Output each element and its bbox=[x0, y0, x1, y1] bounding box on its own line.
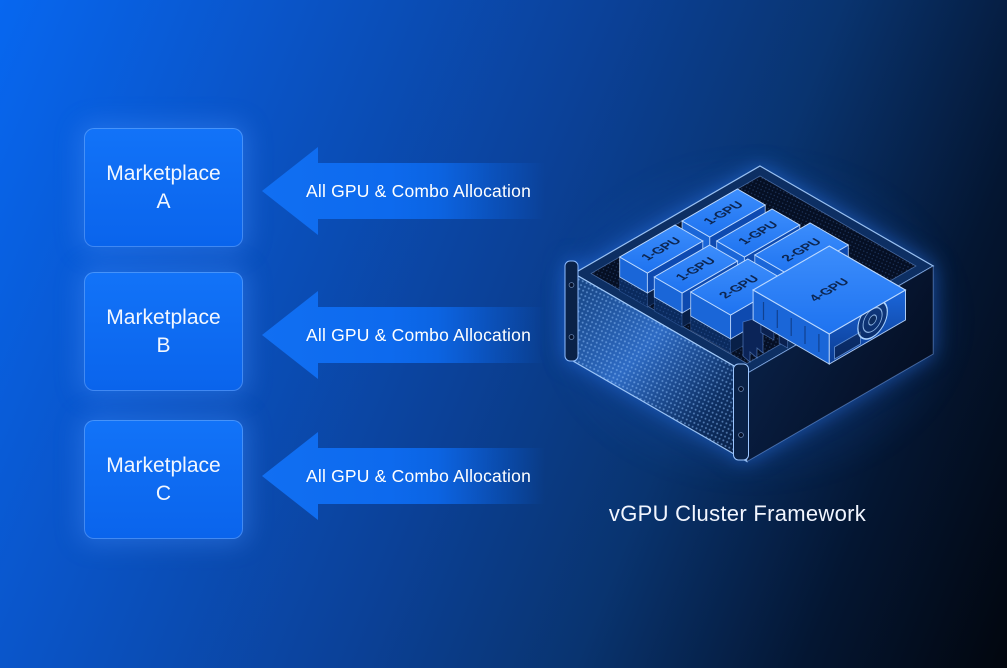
screw-hole bbox=[568, 282, 575, 288]
allocation-arrow-b: All GPU & Combo Allocation bbox=[262, 290, 545, 380]
card-io-bracket bbox=[742, 318, 764, 363]
allocation-arrow-c: All GPU & Combo Allocation bbox=[262, 431, 545, 521]
server-caption: vGPU Cluster Framework bbox=[608, 501, 867, 526]
marketplace-name: Marketplace bbox=[106, 162, 221, 186]
marketplace-box-b: Marketplace B bbox=[84, 272, 243, 391]
card-top-face bbox=[752, 245, 907, 335]
screw-hole bbox=[568, 334, 575, 340]
marketplace-variant: B bbox=[156, 333, 171, 357]
marketplace-name: Marketplace bbox=[106, 306, 221, 330]
allocation-arrow-label: All GPU & Combo Allocation bbox=[305, 324, 532, 345]
marketplace-box-a: Marketplace A bbox=[84, 128, 243, 247]
allocation-arrow-label: All GPU & Combo Allocation bbox=[305, 180, 532, 201]
allocation-arrow-a: All GPU & Combo Allocation bbox=[262, 146, 545, 236]
marketplace-variant: C bbox=[155, 481, 172, 505]
card-vent-window bbox=[834, 331, 861, 360]
marketplace-name: Marketplace bbox=[106, 454, 221, 478]
marketplace-box-c: Marketplace C bbox=[84, 420, 243, 539]
gpu-card-4gpu: 4-GPU bbox=[742, 245, 907, 365]
screw-hole bbox=[738, 432, 744, 438]
left-mount-rail bbox=[564, 260, 579, 362]
marketplace-variant: A bbox=[156, 189, 171, 213]
screw-hole bbox=[738, 386, 744, 392]
front-mount-rail bbox=[733, 363, 749, 461]
allocation-arrow-label: All GPU & Combo Allocation bbox=[305, 465, 532, 486]
